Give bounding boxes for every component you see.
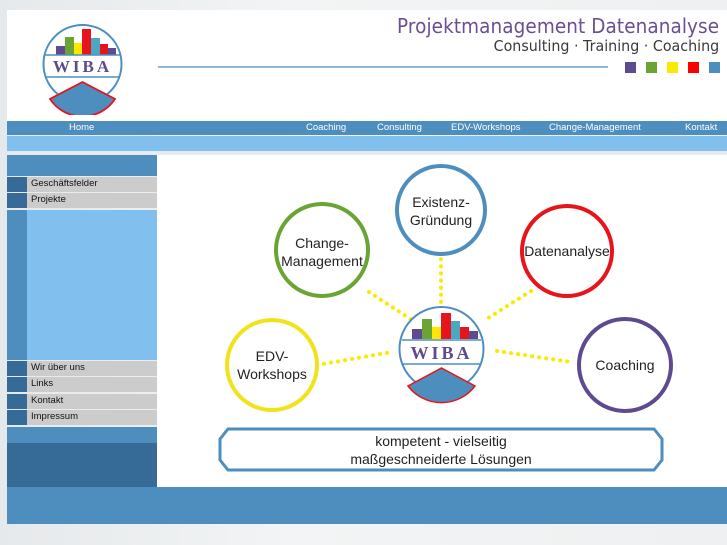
menu-marker: [7, 193, 27, 208]
services-diagram: Existenz- Gründung Change- Management Da…: [225, 164, 673, 413]
connector-lines: [315, 243, 573, 367]
header-divider: [158, 66, 608, 68]
sidebar: Geschäftsfelder Projekte Wir über uns Li…: [7, 155, 157, 487]
svg-text:Datenanalyse: Datenanalyse: [524, 243, 610, 259]
nav-home[interactable]: Home: [69, 122, 95, 133]
svg-text:Management: Management: [281, 253, 363, 269]
menu-marker: [7, 361, 27, 376]
spacer: [7, 151, 727, 155]
nav-kontakt[interactable]: Kontakt: [685, 122, 718, 133]
node-change-management[interactable]: Change- Management: [274, 202, 370, 298]
sidebar-header: [7, 155, 157, 176]
nav-consulting[interactable]: Consulting: [377, 122, 422, 133]
svg-text:WIBA: WIBA: [53, 57, 112, 76]
color-square-blue: [709, 62, 720, 73]
svg-text:Gründung: Gründung: [410, 212, 472, 228]
sidebar-item-geschaeftsfelder[interactable]: Geschäftsfelder: [7, 177, 157, 192]
tagline-line-1: kompetent - vielseitig: [375, 433, 507, 449]
menu-marker: [7, 177, 27, 192]
color-square-purple: [625, 62, 636, 73]
sidebar-spacer: [7, 210, 157, 360]
sidebar-item-label: Geschäftsfelder: [31, 178, 98, 189]
header: WIBA Projektmanagement Datenanalyse Cons…: [7, 10, 727, 121]
color-square-green: [646, 62, 657, 73]
site-title: Projektmanagement Datenanalyse: [396, 14, 719, 38]
svg-text:Coaching: Coaching: [595, 357, 654, 373]
menu-marker: [7, 377, 27, 392]
sidebar-item-impressum[interactable]: Impressum: [7, 410, 157, 425]
sidebar-item-kontakt[interactable]: Kontakt: [7, 394, 157, 409]
nav-edv-workshops[interactable]: EDV-Workshops: [451, 122, 521, 133]
sidebar-footer-dark: [7, 443, 157, 487]
footer-bar: [7, 487, 727, 524]
svg-text:Change-: Change-: [295, 235, 349, 251]
top-nav: Home Coaching Consulting EDV-Workshops C…: [7, 121, 727, 135]
svg-text:Existenz-: Existenz-: [412, 194, 470, 210]
sidebar-item-label: Links: [31, 378, 54, 389]
sidebar-footer-light: [7, 427, 157, 443]
sub-nav-bar: [7, 136, 727, 151]
page: WIBA Projektmanagement Datenanalyse Cons…: [7, 10, 727, 524]
color-square-red: [688, 62, 699, 73]
sidebar-item-label: Wir über uns: [31, 362, 85, 373]
menu-marker: [7, 394, 27, 409]
sidebar-item-wir-ueber-uns[interactable]: Wir über uns: [7, 361, 157, 376]
node-edv-workshops[interactable]: EDV- Workshops: [225, 318, 319, 412]
nav-change-management[interactable]: Change-Management: [549, 122, 641, 133]
tagline-box: kompetent - vielseitig maßgeschneiderte …: [218, 427, 664, 472]
node-datenanalyse[interactable]: Datenanalyse: [520, 204, 614, 298]
menu-marker: [7, 410, 27, 425]
sidebar-item-links[interactable]: Links: [7, 377, 157, 392]
nav-coaching[interactable]: Coaching: [306, 122, 347, 133]
color-square-yellow: [667, 62, 678, 73]
svg-text:WIBA: WIBA: [410, 343, 472, 363]
wiba-logo[interactable]: WIBA: [35, 20, 130, 115]
sidebar-item-projekte[interactable]: Projekte: [7, 193, 157, 208]
site-subtitle: Consulting · Training · Coaching: [493, 37, 719, 55]
main-content: Existenz- Gründung Change- Management Da…: [157, 155, 727, 487]
sidebar-item-label: Impressum: [31, 411, 78, 422]
sidebar-item-label: Kontakt: [31, 395, 64, 406]
sidebar-item-label: Projekte: [31, 194, 66, 205]
center-wiba-logo[interactable]: WIBA: [398, 306, 485, 404]
color-squares: [625, 62, 720, 73]
node-existenzgruendung[interactable]: Existenz- Gründung: [395, 164, 487, 256]
svg-text:Workshops: Workshops: [237, 366, 307, 382]
svg-text:EDV-: EDV-: [256, 348, 289, 364]
tagline-line-2: maßgeschneiderte Lösungen: [350, 451, 532, 467]
node-coaching[interactable]: Coaching: [577, 317, 673, 413]
